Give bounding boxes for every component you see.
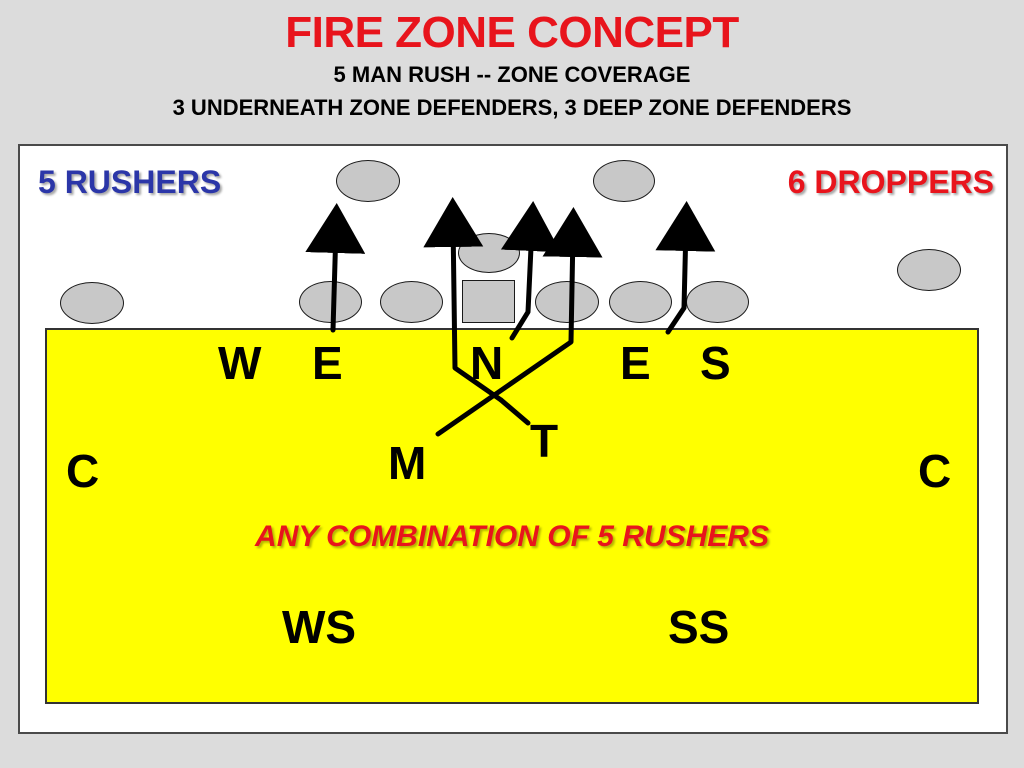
- defender-t: T: [530, 415, 559, 467]
- defender-ws: WS: [282, 601, 357, 653]
- defender-m: M: [388, 437, 427, 489]
- offense-wide-receiver-right: [897, 249, 961, 291]
- offense-receiver-top-left: [336, 160, 400, 202]
- defense-zone: [45, 328, 979, 704]
- defender-ss: SS: [668, 601, 730, 653]
- defender-c-right: C: [918, 445, 952, 497]
- defender-n: N: [470, 337, 504, 389]
- offense-right-tackle: [609, 281, 672, 323]
- defender-c-left: C: [66, 445, 100, 497]
- rushers-label: 5 RUSHERS: [38, 164, 222, 200]
- offense-receiver-top-right: [593, 160, 655, 202]
- combination-note: ANY COMBINATION OF 5 RUSHERS: [255, 520, 769, 553]
- route-n: [500, 201, 561, 341]
- page-title: FIRE ZONE CONCEPT: [285, 8, 739, 57]
- defender-s: S: [700, 337, 731, 389]
- offense-center: [462, 280, 515, 323]
- route-e-right: [655, 201, 716, 335]
- offense-right-guard: [535, 281, 599, 323]
- defender-e-right: E: [620, 337, 651, 389]
- route-w-loop: [423, 197, 504, 403]
- subtitle-rush: 5 MAN RUSH -- ZONE COVERAGE: [333, 62, 691, 87]
- offense-wide-receiver-left: [60, 282, 124, 324]
- route-e-left: [305, 203, 366, 333]
- route-t: [435, 207, 603, 437]
- droppers-label: 6 DROPPERS: [787, 164, 994, 200]
- offense-tight-end: [299, 281, 362, 323]
- defender-w: W: [218, 337, 262, 389]
- subtitle-zones: 3 UNDERNEATH ZONE DEFENDERS, 3 DEEP ZONE…: [172, 95, 852, 120]
- route-m-cross: [498, 397, 531, 426]
- defender-e-left: E: [312, 337, 343, 389]
- offense-left-tackle: [380, 281, 443, 323]
